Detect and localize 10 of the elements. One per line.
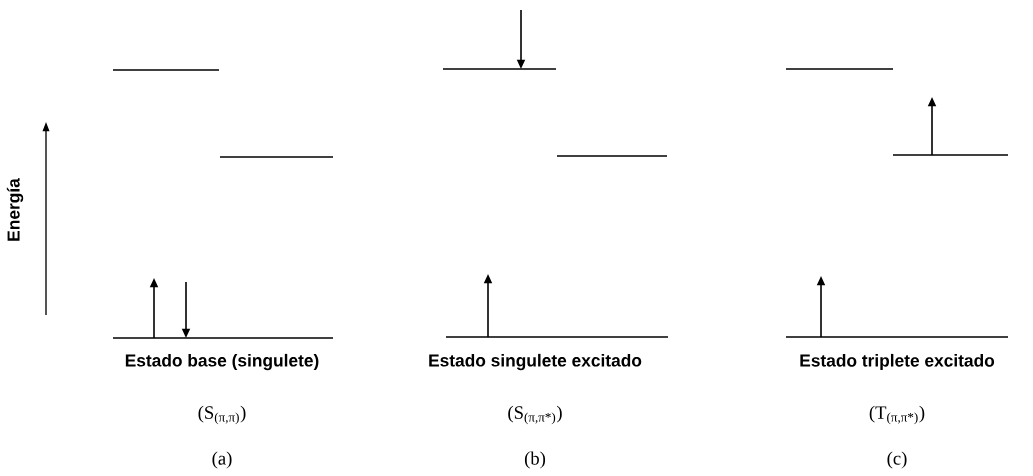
term-symbol: (T$_{(π,π*)}$) bbox=[869, 405, 925, 425]
state-label: Estado singulete excitado bbox=[429, 353, 642, 371]
term-symbol: (S$_{(π,π)}$) bbox=[198, 405, 246, 425]
panel-label: (c) bbox=[887, 451, 907, 469]
panel-label: (b) bbox=[524, 451, 546, 469]
axis-label: Energía bbox=[6, 178, 24, 241]
state-label: Estado triplete excitado bbox=[800, 353, 995, 371]
panel-label: (a) bbox=[212, 451, 232, 469]
term-symbol: (S$_{(π,π*)}$) bbox=[508, 405, 562, 425]
state-label: Estado base (singulete) bbox=[125, 353, 319, 371]
